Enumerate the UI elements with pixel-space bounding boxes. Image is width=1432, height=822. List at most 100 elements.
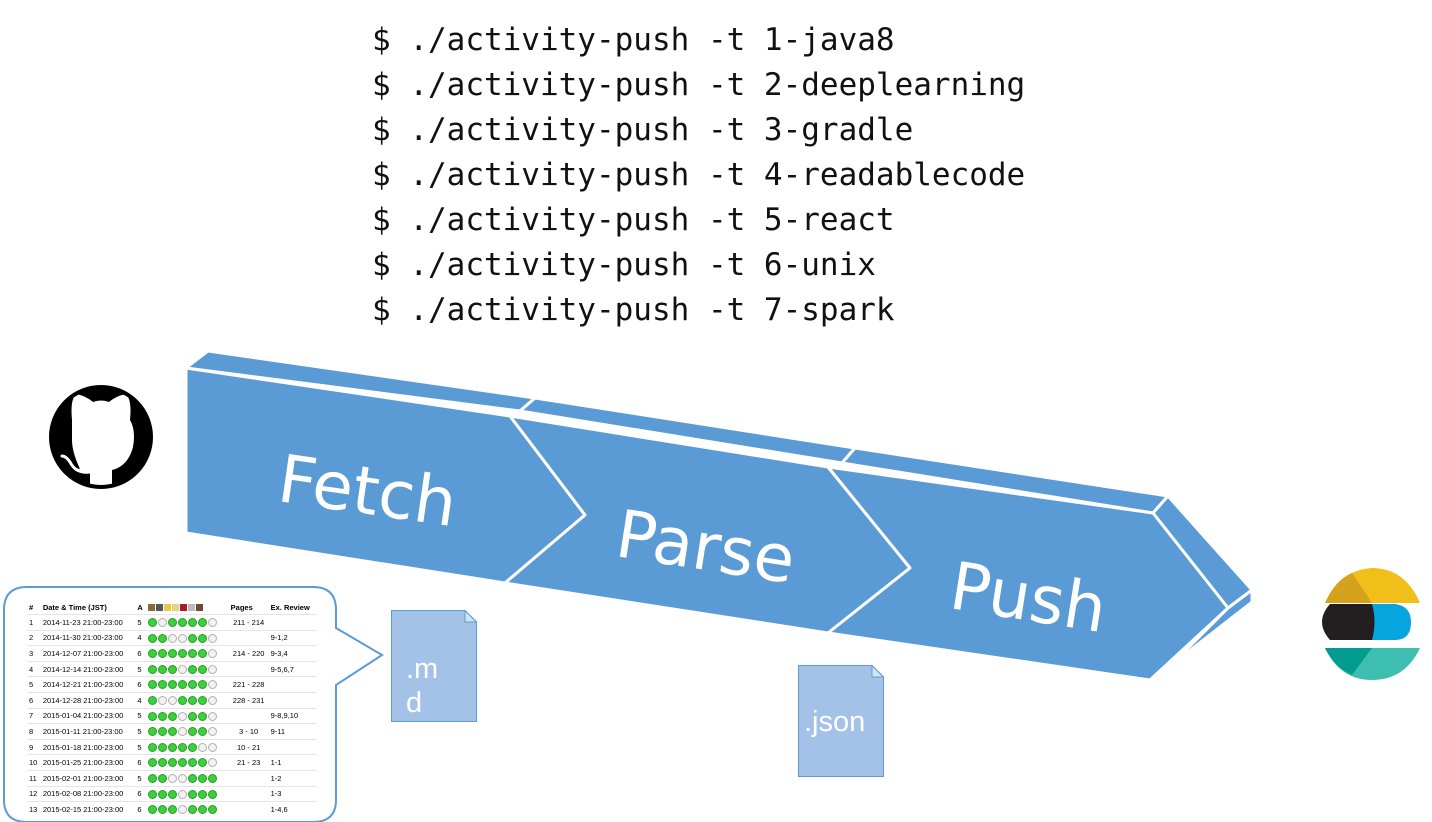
row-attendance-cell [145,676,229,693]
row-date-cell: 2015-01-18 21:00-23:00 [40,738,136,755]
member-avatar-icon [155,604,163,612]
row-attendance-cell [145,723,229,740]
col-a: A [137,602,143,612]
row-pages-cell [228,629,269,646]
attended-dot-icon [147,618,157,628]
pipeline-arrow [184,349,1254,682]
attended-dot-icon [187,680,197,690]
command-line: $ ./activity-push -t 2-deeplearning [372,67,1026,103]
row-date-cell: 2014-12-14 21:00-23:00 [40,660,136,677]
absent-dot-icon [177,789,187,799]
row-pages-cell [228,785,269,802]
row-a-cell: 5 [135,660,146,677]
attended-dot-icon [167,711,177,721]
attended-dot-icon [187,711,197,721]
command-line: $ ./activity-push -t 4-readablecode [372,157,1026,193]
attended-dot-icon [177,649,187,659]
attended-dot-icon [157,773,167,783]
member-avatar-icon [187,604,195,612]
absent-dot-icon [157,696,167,706]
row-pages-cell [228,769,269,787]
attended-dot-icon [147,696,157,706]
attended-dot-icon [197,618,207,628]
attended-dot-icon [177,758,187,768]
row-review-cell [268,691,317,709]
attended-dot-icon [197,633,207,643]
member-avatar-icon [147,604,155,612]
attended-dot-icon [147,758,157,768]
row-a-cell: 6 [135,801,146,817]
row-review-cell: 9-8,9,10 [268,707,317,724]
row-number-cell: 4 [27,660,41,677]
attended-dot-icon [197,773,207,783]
col-date: Date & Time (JST) [42,602,107,612]
absent-dot-icon [207,727,217,737]
absent-dot-icon [207,664,217,674]
row-a-cell: 5 [135,614,146,631]
row-date-cell: 2014-11-23 21:00-23:00 [40,614,136,631]
attended-dot-icon [187,773,197,783]
row-number-cell: 10 [27,754,41,771]
row-pages-cell: 3 - 10 [228,723,269,740]
row-attendance-cell [145,660,229,677]
attended-dot-icon [147,664,157,674]
row-attendance-cell [145,629,229,646]
row-pages-cell [228,801,269,817]
absent-dot-icon [207,649,217,659]
command-line: $ ./activity-push -t 7-spark [372,292,895,328]
row-review-cell: 1-2 [268,769,317,787]
row-review-cell: 9-3,4 [268,645,317,662]
attended-dot-icon [207,789,217,799]
row-attendance-cell [145,645,229,662]
row-date-cell: 2014-11-30 21:00-23:00 [40,629,136,646]
row-a-cell: 5 [135,769,146,787]
attended-dot-icon [187,742,197,752]
absent-dot-icon [177,727,187,737]
row-date-cell: 2015-01-04 21:00-23:00 [40,707,136,724]
command-line: $ ./activity-push -t 3-gradle [372,112,914,148]
row-date-cell: 2015-01-25 21:00-23:00 [40,754,136,771]
attended-dot-icon [157,805,167,815]
attended-dot-icon [197,680,207,690]
row-number-cell: 7 [27,707,41,724]
row-pages-cell: 221 - 228 [228,676,269,693]
row-number-cell: 12 [27,785,41,802]
row-review-cell: 1-4,6 [268,801,317,817]
attended-dot-icon [167,680,177,690]
row-a-cell: 5 [135,723,146,740]
attended-dot-icon [187,618,197,628]
row-number-cell: 8 [27,723,41,740]
attended-dot-icon [157,633,167,643]
row-review-cell: 1-3 [268,785,317,802]
attended-dot-icon [147,633,157,643]
attended-dot-icon [187,633,197,643]
row-number-cell: 11 [27,769,41,787]
attended-dot-icon [187,789,197,799]
row-pages-cell: 214 - 220 [228,645,269,662]
file-shape [798,664,885,777]
row-a-cell: 5 [135,707,146,724]
attended-dot-icon [187,696,197,706]
row-number-cell: 5 [27,676,41,693]
attended-dot-icon [167,789,177,799]
row-date-cell: 2015-02-08 21:00-23:00 [40,785,136,802]
row-attendance-cell [145,769,229,787]
row-review-cell [268,676,317,693]
attended-dot-icon [197,696,207,706]
absent-dot-icon [177,773,187,783]
row-attendance-cell [145,801,229,817]
absent-dot-icon [167,633,177,643]
attended-dot-icon [147,805,157,815]
row-attendance-cell [145,707,229,724]
row-date-cell: 2014-12-07 21:00-23:00 [40,645,136,662]
col-number: # [29,602,34,612]
attended-dot-icon [197,727,207,737]
row-review-cell: 9-11 [268,723,317,740]
row-a-cell: 4 [135,691,146,709]
row-review-cell [268,614,317,631]
